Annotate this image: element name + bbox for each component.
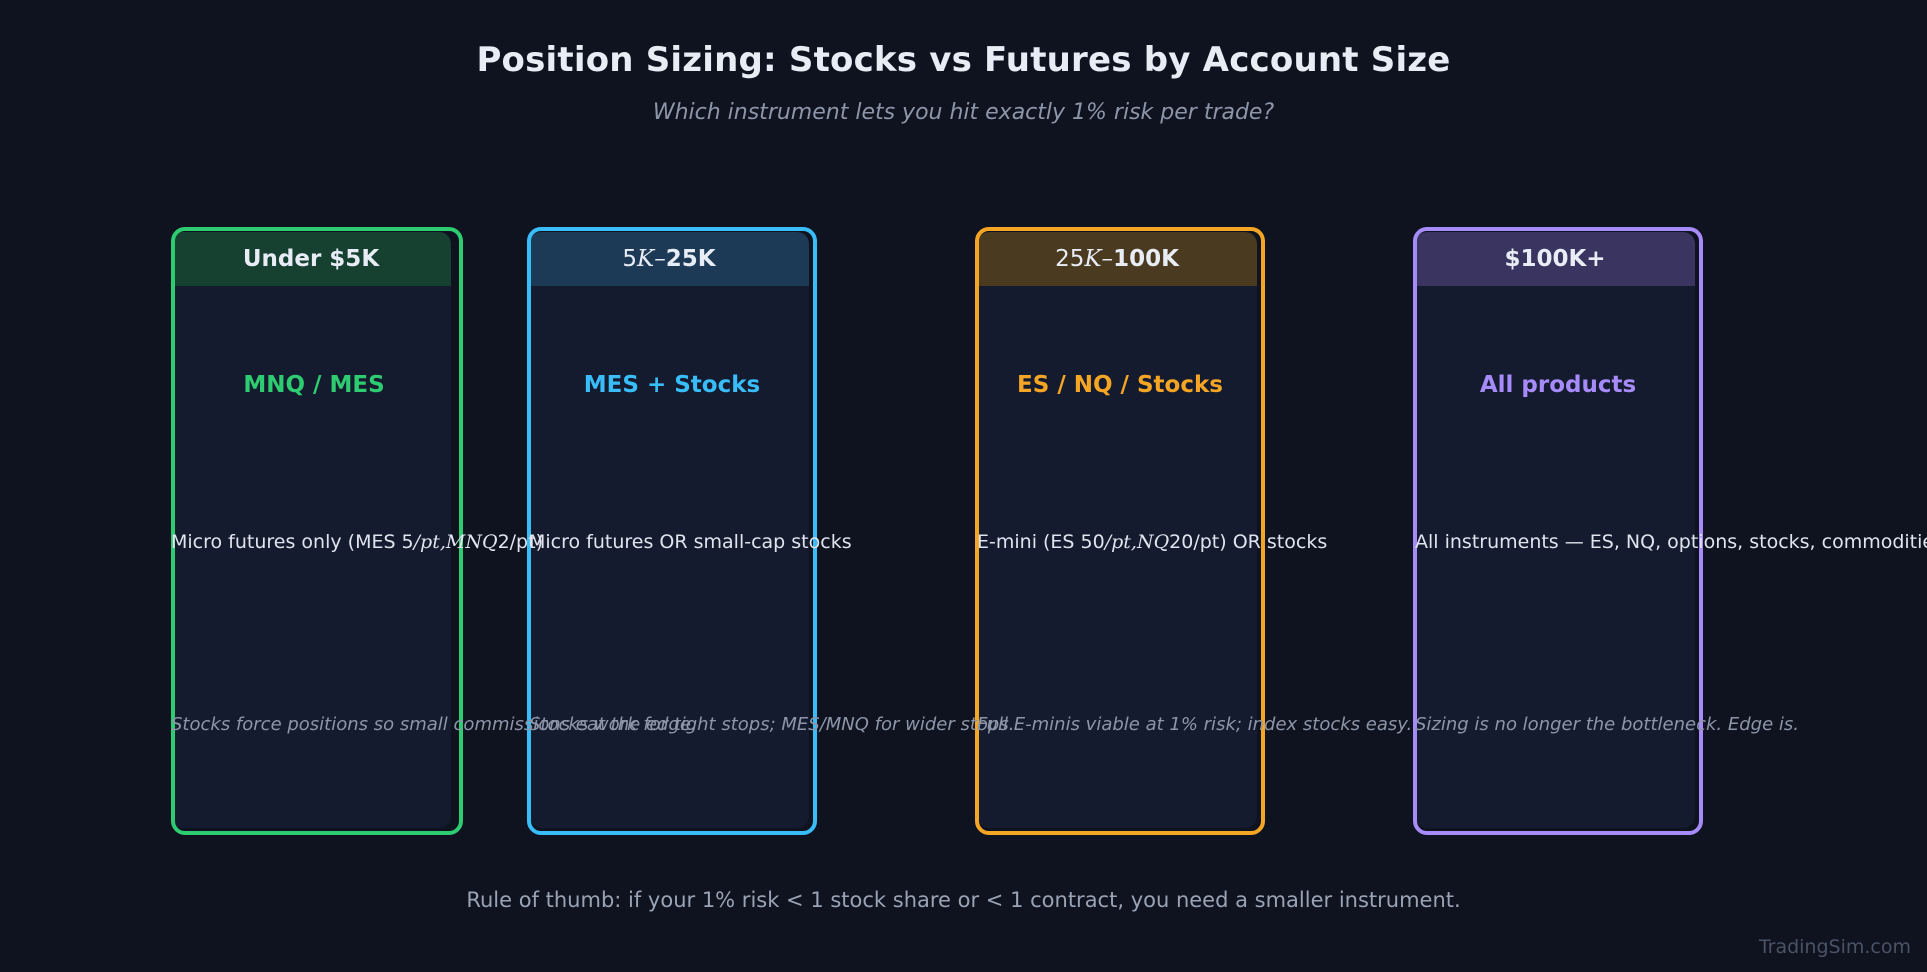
instrument-label-under-5k: MNQ / MES	[243, 372, 385, 398]
card-header-label: $100K+	[1504, 246, 1605, 272]
text-run: K–	[637, 246, 666, 272]
card-header-label: 25K–100K	[1055, 246, 1179, 272]
instrument-detail-under-5k: Micro futures only (MES 5/pt,MNQ2/pt)	[171, 531, 543, 553]
instrument-detail-100k-plus: All instruments — ES, NQ, options, stock…	[1415, 531, 1927, 553]
text-run: NQ	[1136, 531, 1170, 553]
text-run: 2/pt)	[497, 531, 543, 553]
card-header-label: 5K–25K	[622, 246, 715, 272]
text-run: 100K	[1113, 246, 1179, 272]
text-run: Micro futures OR small-cap stocks	[529, 531, 852, 553]
text-run: E-mini (ES 50	[977, 531, 1105, 553]
card-header-25k-100k: 25K–100K	[977, 232, 1257, 286]
text-run: /pt,	[1104, 531, 1137, 553]
instrument-label-100k-plus: All products	[1479, 372, 1637, 398]
text-run: 5	[622, 246, 638, 272]
text-run: Micro futures only (MES 5	[171, 531, 414, 553]
instrument-label-25k-100k: ES / NQ / Stocks	[1017, 372, 1223, 398]
card-note-25k-100k: Full E-minis viable at 1% risk; index st…	[977, 714, 1413, 735]
text-run: 25	[1055, 246, 1085, 272]
card-note-under-5k: Stocks force positions so small commissi…	[171, 714, 697, 735]
account-card-100k-plus[interactable]: $100K+	[1413, 227, 1703, 835]
instrument-label-5k-25k: MES + Stocks	[583, 372, 761, 398]
watermark: TradingSim.com	[1758, 936, 1911, 958]
card-header-100k-plus: $100K+	[1415, 232, 1695, 286]
card-header-5k-25k: 5K–25K	[529, 232, 809, 286]
text-run: All instruments — ES, NQ, options, stock…	[1415, 531, 1927, 553]
card-note-5k-25k: Stocks work for tight stops; MES/MNQ for…	[529, 714, 1015, 735]
footer-rule-of-thumb: Rule of thumb: if your 1% risk < 1 stock…	[466, 888, 1461, 912]
page-title: Position Sizing: Stocks vs Futures by Ac…	[476, 40, 1451, 80]
instrument-detail-5k-25k: Micro futures OR small-cap stocks	[529, 531, 852, 553]
text-run: Under $5K	[242, 246, 380, 272]
text-run: MNQ	[445, 531, 498, 553]
text-run: K–	[1084, 246, 1114, 272]
instrument-detail-25k-100k: E-mini (ES 50/pt,NQ20/pt) OR stocks	[977, 531, 1327, 553]
text-run: $100K+	[1504, 246, 1606, 272]
card-body: Under $5K	[171, 232, 451, 828]
card-header-under-5k: Under $5K	[171, 232, 451, 286]
card-body: 5K–25K	[529, 232, 809, 828]
card-note-100k-plus: Sizing is no longer the bottleneck. Edge…	[1415, 714, 1799, 735]
card-body: 25K–100K	[977, 232, 1257, 828]
text-run: 25K	[665, 246, 716, 272]
card-header-label: Under $5K	[243, 246, 379, 272]
card-body: $100K+	[1415, 232, 1695, 828]
text-run: /pt,	[413, 531, 446, 553]
page-subtitle: Which instrument lets you hit exactly 1%…	[652, 100, 1275, 125]
text-run: 20/pt) OR stocks	[1169, 531, 1328, 553]
